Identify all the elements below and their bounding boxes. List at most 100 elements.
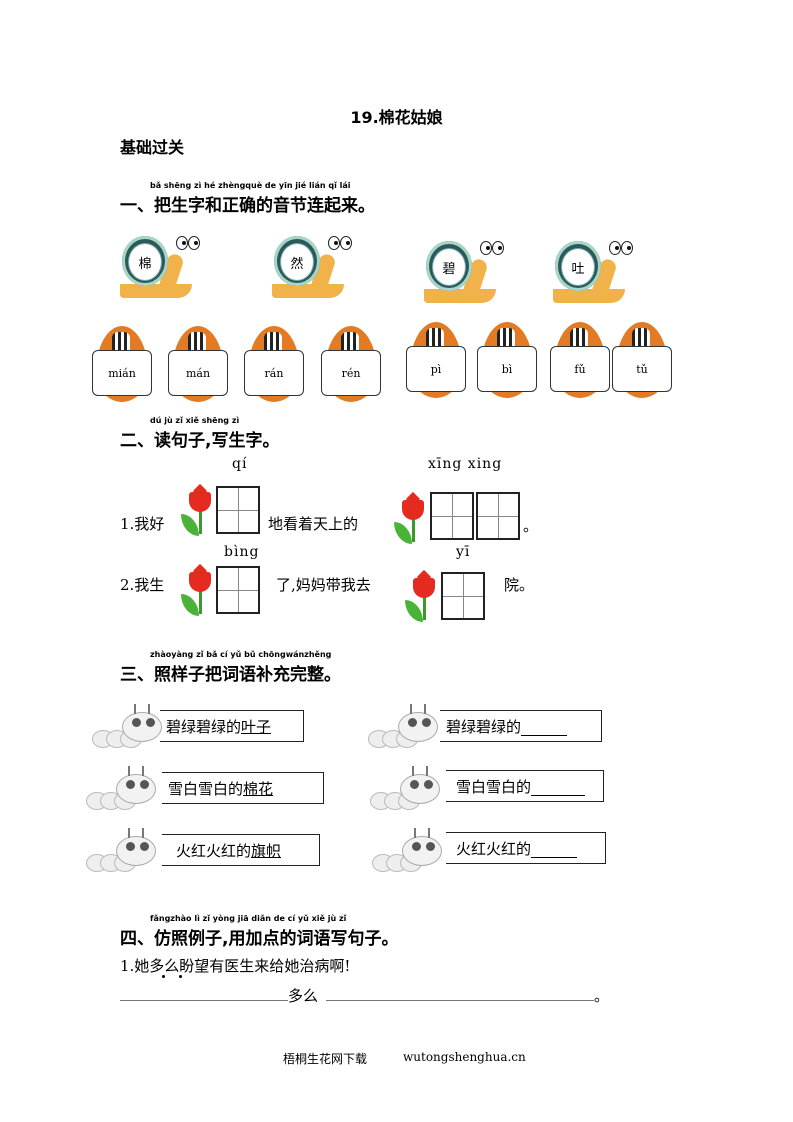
snail-body bbox=[424, 289, 496, 303]
phrase-prefix: 火红火红的 bbox=[456, 839, 532, 858]
subtitle: 基础过关 bbox=[120, 138, 185, 157]
snail-character: 棉 bbox=[128, 243, 162, 281]
section2-pinyin: dú jù zǐ xiě shēng zì bbox=[150, 416, 240, 425]
answer-line-right[interactable] bbox=[326, 1000, 594, 1001]
phrase-prefix: 碧绿碧绿的 bbox=[446, 717, 522, 736]
snail-body bbox=[553, 289, 625, 303]
egg-card[interactable]: mián bbox=[92, 326, 156, 404]
egg-card[interactable]: bì bbox=[477, 322, 541, 400]
egg-syllable: pì bbox=[406, 346, 466, 392]
snail-card[interactable]: 然 bbox=[272, 232, 352, 302]
phrase-prefix: 碧绿碧绿的 bbox=[166, 717, 242, 736]
egg-syllable: rén bbox=[321, 350, 381, 396]
tulip-icon bbox=[394, 494, 430, 546]
egg-syllable: mán bbox=[168, 350, 228, 396]
egg-card[interactable]: pì bbox=[406, 322, 470, 400]
phrase-prefix: 雪白雪白的 bbox=[168, 779, 244, 798]
zebra-icon bbox=[570, 328, 588, 348]
snail-eye-icon bbox=[621, 241, 633, 255]
section1-heading: 一、把生字和正确的音节连起来。 bbox=[120, 196, 375, 216]
tulip-icon bbox=[181, 566, 217, 618]
zebra-icon bbox=[341, 332, 359, 352]
section1-pinyin: bǎ shēng zì hé zhèngquè de yīn jié lián … bbox=[150, 181, 351, 190]
answer-blank[interactable] bbox=[531, 777, 586, 796]
fill-end: 。 bbox=[594, 987, 610, 1005]
answer-line-left[interactable] bbox=[120, 1000, 288, 1001]
snail-eye-icon bbox=[480, 241, 492, 255]
snail-character: 然 bbox=[280, 243, 314, 281]
zebra-icon bbox=[264, 332, 282, 352]
egg-card[interactable]: rán bbox=[244, 326, 308, 404]
zebra-icon bbox=[426, 328, 444, 348]
snail-eye-icon bbox=[340, 236, 352, 250]
caterpillar-icon bbox=[368, 704, 440, 748]
phrase-box: 火红火红的旗帜 bbox=[162, 834, 320, 866]
egg-card[interactable]: rén bbox=[321, 326, 385, 404]
phrase-word: 棉花 bbox=[243, 779, 274, 798]
snail-eye-icon bbox=[176, 236, 188, 250]
egg-syllable: fǔ bbox=[550, 346, 610, 392]
section2-heading: 二、读句子,写生字。 bbox=[120, 431, 280, 451]
writing-grid[interactable] bbox=[441, 572, 485, 620]
phrase-box-blank[interactable]: 碧绿碧绿的 bbox=[440, 710, 602, 742]
section3-pinyin: zhàoyàng zǐ bǎ cí yǔ bǔ chōngwánzhěng bbox=[150, 650, 332, 659]
phrase-box: 雪白雪白的棉花 bbox=[162, 772, 324, 804]
snail-character: 碧 bbox=[432, 248, 466, 286]
section4-heading: 四、仿照例子,用加点的词语写句子。 bbox=[120, 929, 399, 949]
phrase-word: 叶子 bbox=[241, 717, 272, 736]
caterpillar-icon bbox=[86, 828, 158, 872]
zebra-icon bbox=[632, 328, 650, 348]
sentence2-part1: 2.我生 bbox=[120, 576, 165, 594]
phrase-box: 碧绿碧绿的叶子 bbox=[160, 710, 304, 742]
phrase-box-blank[interactable]: 火红火红的 bbox=[446, 832, 606, 864]
snail-card[interactable]: 吐 bbox=[553, 237, 633, 307]
egg-syllable: rán bbox=[244, 350, 304, 396]
section3-heading: 三、照样子把词语补充完整。 bbox=[120, 665, 341, 685]
footer-link[interactable]: wutongshenghua.cn bbox=[403, 1050, 526, 1064]
egg-syllable: bì bbox=[477, 346, 537, 392]
snail-body bbox=[120, 284, 192, 298]
pinyin-hint: bìng bbox=[224, 544, 260, 560]
egg-syllable: tǔ bbox=[612, 346, 672, 392]
egg-card[interactable]: tǔ bbox=[612, 322, 676, 400]
writing-grid[interactable] bbox=[476, 492, 520, 540]
answer-blank[interactable] bbox=[521, 717, 568, 736]
writing-grid[interactable] bbox=[216, 486, 260, 534]
page-title: 19.棉花姑娘 bbox=[350, 108, 443, 127]
snail-eye-icon bbox=[188, 236, 200, 250]
caterpillar-icon bbox=[370, 766, 442, 810]
example-sentence: 1.她多么盼望有医生来给她治病啊! bbox=[120, 957, 351, 975]
pinyin-hint: qí bbox=[232, 456, 248, 472]
pinyin-hint: xīng xing bbox=[428, 456, 503, 472]
sentence2-part2: 了,妈妈带我去 bbox=[276, 576, 371, 594]
writing-grid[interactable] bbox=[430, 492, 474, 540]
footer-left: 梧桐生花网下载 bbox=[283, 1052, 368, 1066]
answer-blank[interactable] bbox=[531, 839, 578, 858]
sentence1-end: 。 bbox=[523, 517, 539, 535]
phrase-box-blank[interactable]: 雪白雪白的 bbox=[446, 770, 604, 802]
snail-character: 吐 bbox=[561, 248, 595, 286]
egg-syllable: mián bbox=[92, 350, 152, 396]
phrase-prefix: 雪白雪白的 bbox=[456, 777, 532, 796]
zebra-icon bbox=[188, 332, 206, 352]
sentence2-end: 院。 bbox=[504, 576, 535, 594]
section4-pinyin: fǎngzhào lì zǐ yòng jiā diǎn de cí yǔ xi… bbox=[150, 914, 347, 923]
writing-grid[interactable] bbox=[216, 566, 260, 614]
caterpillar-icon bbox=[372, 828, 444, 872]
snail-card[interactable]: 棉 bbox=[120, 232, 200, 302]
tulip-icon bbox=[181, 486, 217, 538]
caterpillar-icon bbox=[86, 766, 158, 810]
emphasis-dot bbox=[162, 975, 165, 978]
zebra-icon bbox=[497, 328, 515, 348]
egg-card[interactable]: fǔ bbox=[550, 322, 614, 400]
caterpillar-icon bbox=[92, 704, 164, 748]
sentence1-part1: 1.我好 bbox=[120, 515, 165, 533]
snail-card[interactable]: 碧 bbox=[424, 237, 504, 307]
phrase-prefix: 火红火红的 bbox=[176, 841, 252, 860]
phrase-word: 旗帜 bbox=[251, 841, 282, 860]
egg-card[interactable]: mán bbox=[168, 326, 232, 404]
zebra-icon bbox=[112, 332, 130, 352]
fill-word: 多么 bbox=[288, 987, 319, 1005]
snail-eye-icon bbox=[328, 236, 340, 250]
snail-eye-icon bbox=[492, 241, 504, 255]
